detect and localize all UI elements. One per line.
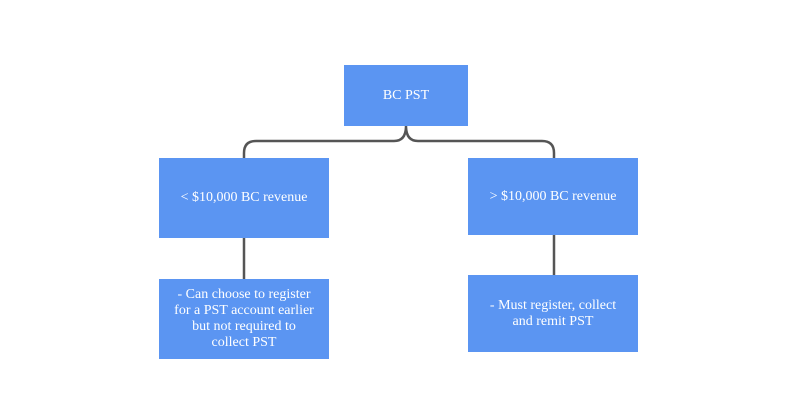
node-optional-registration-detail: - Can choose to register for a PST accou…	[159, 279, 329, 359]
node-must-register-detail: - Must register, collect and remit PST	[468, 275, 638, 352]
node-under-10000-revenue: < $10,000 BC revenue	[159, 158, 329, 238]
node-bc-pst: BC PST	[344, 65, 468, 126]
connector-root-to-children	[242, 124, 556, 160]
node-over-10000-revenue: > $10,000 BC revenue	[468, 158, 638, 235]
